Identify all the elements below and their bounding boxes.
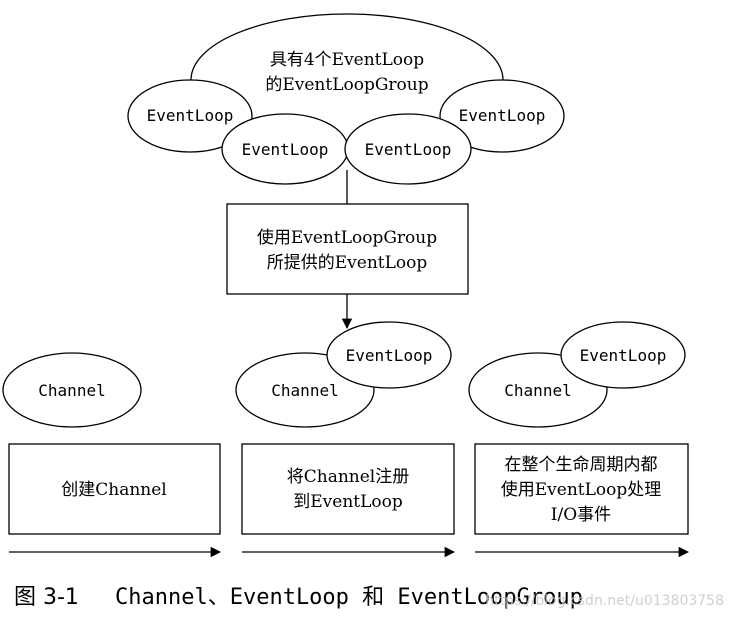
event-loop-ellipse-col2 (326, 321, 452, 389)
watermark: https://blog.csdn.net/u013803758 (485, 593, 724, 609)
event-loop-label-col3: EventLoop (580, 346, 667, 365)
provider-box-line2: 所提供的EventLoop (267, 253, 428, 273)
figure-title: Channel、EventLoop 和 EventLoopGroup (115, 585, 583, 610)
step-box-1-line1: 创建Channel (61, 480, 167, 500)
step-box-3-line2: 使用EventLoop处理 (501, 479, 662, 500)
event-loop-label-2: EventLoop (242, 140, 329, 159)
event-loop-ellipse-col3 (560, 321, 686, 389)
step-box-2 (241, 443, 455, 535)
step-box-3 (474, 443, 689, 535)
step-box-2-line1: 将Channel注册 (287, 467, 410, 487)
event-loop-ellipse-4 (439, 79, 565, 153)
channel-label-3: Channel (504, 381, 571, 400)
provider-box (226, 203, 469, 295)
channel-label-2: Channel (271, 381, 338, 400)
event-loop-label-1: EventLoop (147, 106, 234, 125)
channel-ellipse-1 (2, 352, 142, 428)
step-box-3-line1: 在整个生命周期内都 (505, 455, 658, 475)
figure-number: 图 3-1 (14, 585, 79, 610)
event-loop-group-label-line1: 具有4个EventLoop (270, 50, 424, 70)
event-loop-ellipse-3 (344, 113, 472, 185)
provider-box-line1: 使用EventLoopGroup (257, 227, 437, 248)
event-loop-group-label-line2: 的EventLoopGroup (265, 75, 428, 95)
event-loop-ellipse-1 (127, 79, 253, 153)
step-box-1 (8, 443, 221, 535)
event-loop-label-col2: EventLoop (346, 346, 433, 365)
step-box-2-line2: 到EventLoop (293, 492, 403, 512)
event-loop-label-3: EventLoop (365, 140, 452, 159)
event-loop-label-4: EventLoop (459, 106, 546, 125)
channel-label-1: Channel (38, 381, 105, 400)
step-box-3-line3: I/O事件 (551, 505, 611, 525)
